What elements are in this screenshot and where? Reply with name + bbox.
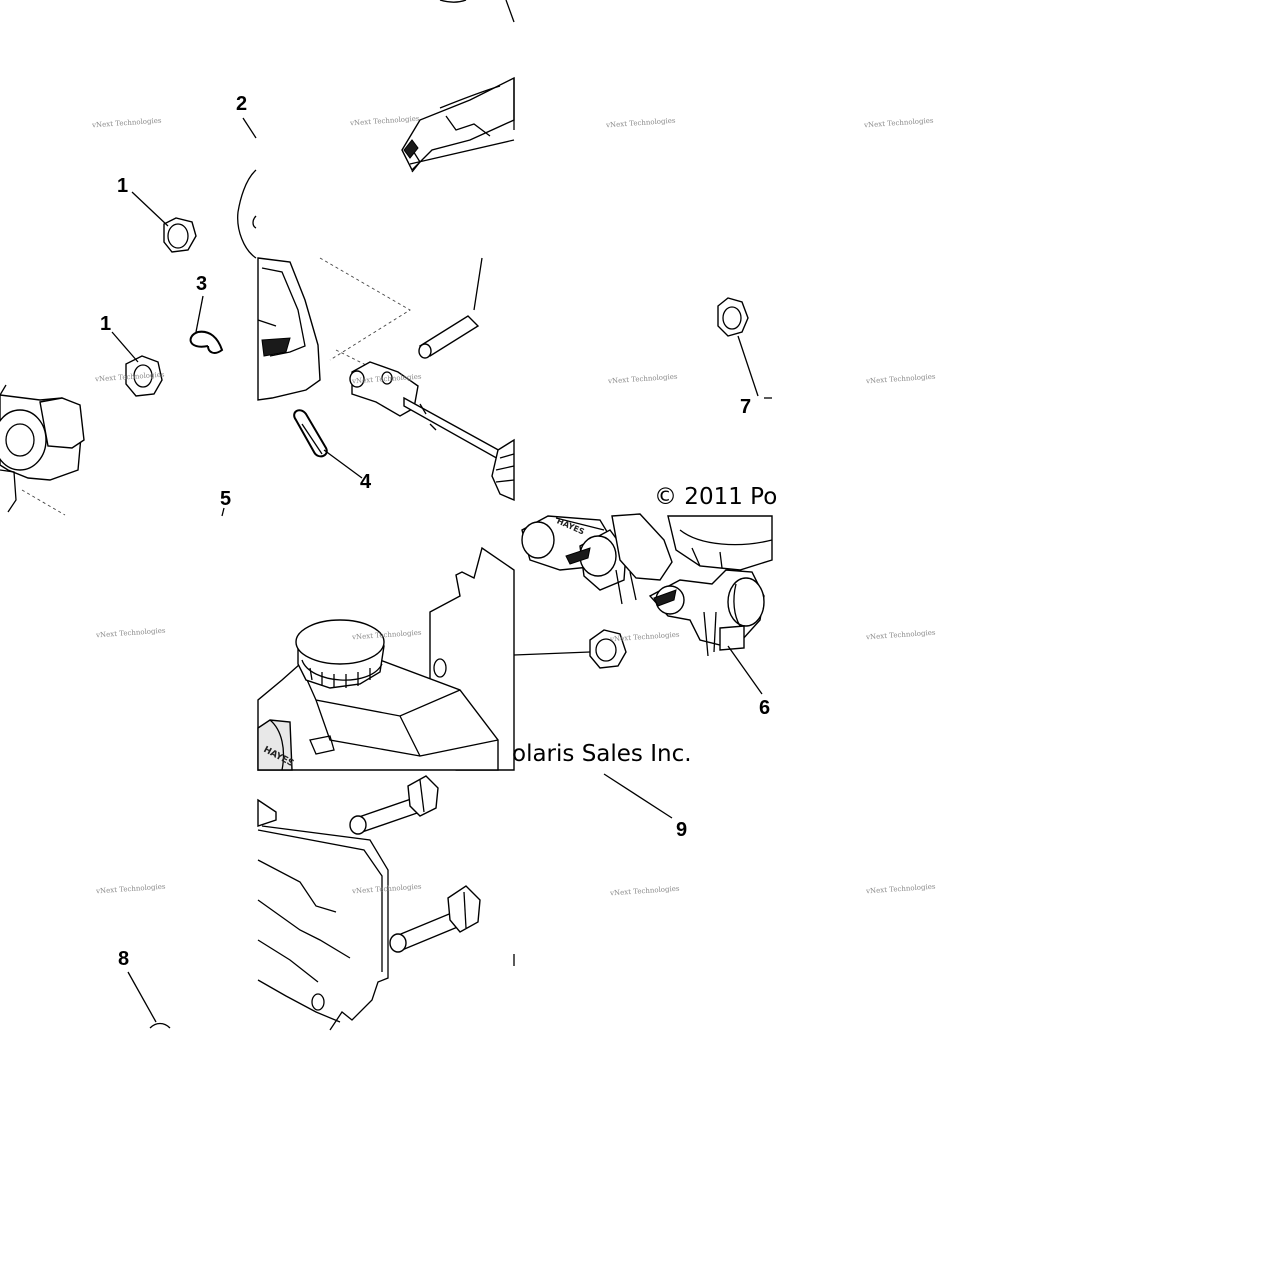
pedal-arm bbox=[237, 117, 257, 259]
master-cylinder bbox=[257, 619, 499, 771]
pedal-pivot-assembly bbox=[0, 384, 85, 516]
bushing-lower bbox=[111, 331, 163, 397]
lower-bracket bbox=[257, 775, 515, 1031]
copyright-text-bottom: olaris Sales Inc. bbox=[512, 741, 692, 767]
callout-4: 4 bbox=[360, 471, 372, 493]
callout-1-lower: 1 bbox=[100, 313, 112, 335]
copyright-text-top: © 2011 Po bbox=[654, 484, 778, 510]
callout-9: 9 bbox=[676, 819, 688, 841]
callout-3: 3 bbox=[196, 273, 208, 295]
nut-top bbox=[717, 297, 772, 399]
leader-8 bbox=[127, 971, 171, 1029]
pedal-pushrod-assembly bbox=[257, 0, 515, 502]
brake-valve bbox=[521, 513, 773, 819]
callout-5: 5 bbox=[220, 488, 232, 510]
callout-6: 6 bbox=[759, 697, 771, 719]
callout-7: 7 bbox=[740, 396, 752, 418]
callout-1-top: 1 bbox=[117, 175, 129, 197]
callout-8: 8 bbox=[118, 948, 130, 970]
e-clip bbox=[189, 295, 224, 354]
callout-2: 2 bbox=[236, 93, 248, 115]
leader-5 bbox=[221, 507, 225, 517]
bushing-top bbox=[131, 191, 197, 253]
